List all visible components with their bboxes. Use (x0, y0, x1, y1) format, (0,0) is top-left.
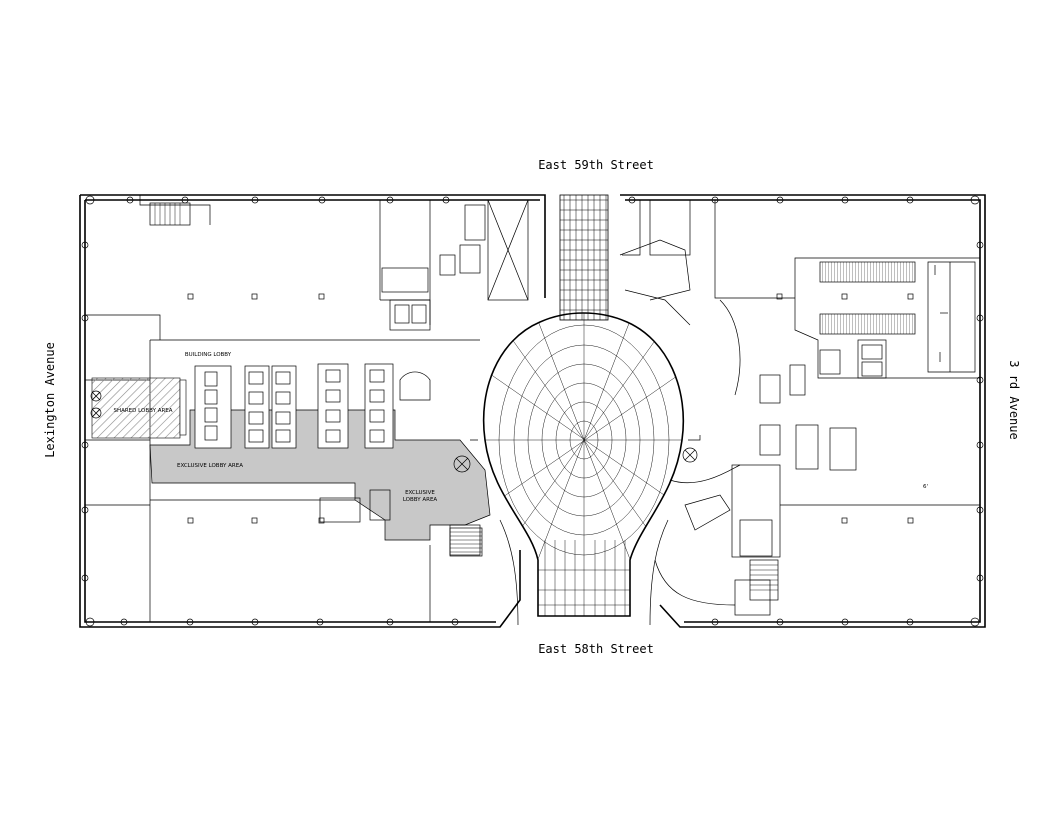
exclusive-lobby-label-line2: LOBBY AREA (403, 497, 438, 503)
escalator-south (819, 313, 916, 335)
building-lobby-label: BUILDING LOBBY (185, 352, 232, 358)
elevator-bank-1 (194, 365, 297, 449)
revolving-door-icon (90, 390, 102, 419)
street-label-east: 3 rd Avenue (1007, 360, 1021, 439)
north-skylight-walkway (559, 194, 609, 321)
shared-lobby-area (91, 377, 181, 439)
exclusive-lobby-label-line1: EXCLUSIVE (405, 490, 435, 496)
street-label-north: East 59th Street (538, 158, 654, 172)
shared-lobby-label: SHARED LOBBY AREA (113, 408, 172, 414)
escalator-north (819, 261, 916, 283)
east-building (619, 194, 986, 628)
elevator-bank-2 (317, 363, 394, 449)
street-label-south: East 58th Street (538, 642, 654, 656)
exclusive-lobby-label: EXCLUSIVE LOBBY AREA (177, 463, 243, 469)
atrium-dome (470, 312, 701, 626)
street-label-west: Lexington Avenue (43, 342, 57, 458)
room-dimension-mark: 6' (923, 484, 928, 490)
